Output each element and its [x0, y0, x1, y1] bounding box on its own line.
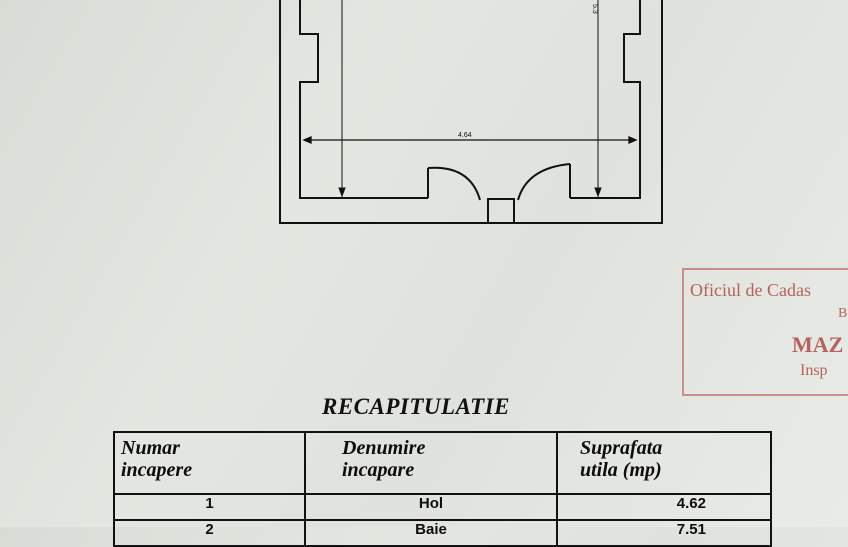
- cell-denumire: Baie: [304, 519, 558, 547]
- width-dimension-label: 4.64: [458, 132, 472, 139]
- header-denumire: Denumire incapare: [304, 431, 558, 495]
- door-swing-left: [427, 166, 481, 201]
- height-dimension-label: 5.3: [591, 4, 598, 14]
- inner-wall-right: [570, 0, 641, 199]
- header-suprafata: Suprafata utila (mp): [556, 431, 772, 495]
- cell-numar: 2: [113, 519, 306, 547]
- table-row: 1 Hol 4.62: [113, 493, 772, 521]
- door-swing-right: [517, 163, 571, 201]
- cell-numar: 1: [113, 493, 306, 521]
- recap-title: RECAPITULATIE: [322, 394, 510, 419]
- table-row: 2 Baie 7.51: [113, 519, 772, 547]
- stamp-line-4: Insp: [800, 362, 828, 379]
- stamp-line-3: MAZ: [792, 332, 844, 357]
- door-step: [487, 198, 515, 224]
- table-header-row: Numar incapere Denumire incapare Suprafa…: [113, 431, 772, 495]
- cell-suprafata: 4.62: [556, 493, 772, 521]
- stamp-line-2: B: [838, 306, 848, 321]
- cell-suprafata: 7.51: [556, 519, 772, 547]
- official-stamp: Oficiul de Cadas B MAZ Insp: [682, 268, 848, 396]
- outer-wall: [279, 0, 663, 224]
- stamp-line-1: Oficiul de Cadas: [690, 280, 811, 300]
- recap-table: Numar incapere Denumire incapare Suprafa…: [113, 431, 772, 547]
- header-numar: Numar incapere: [113, 431, 306, 495]
- cell-denumire: Hol: [304, 493, 558, 521]
- inner-wall-left: [299, 0, 428, 199]
- floor-plan-drawing: 4.64 5.3: [279, 0, 663, 224]
